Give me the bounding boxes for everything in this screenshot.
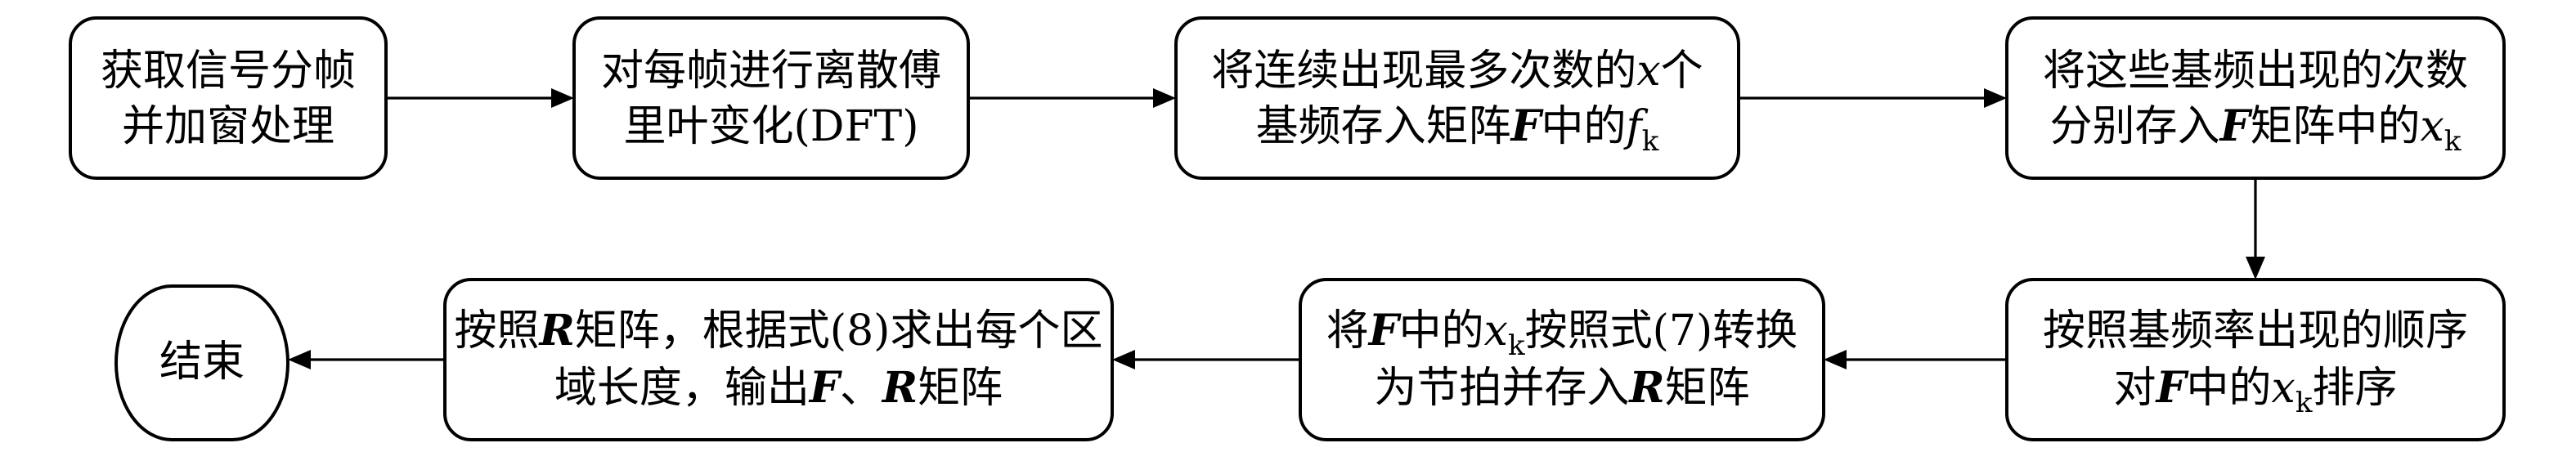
node-sort-xk-box [2005,278,2506,441]
node-store-xk-line1: 将这些基频出现的次数 [2043,47,2468,96]
node-get-frames-box [69,16,388,180]
node-convert-beat-line1: 将F中的xk按照式(7)转换 [1326,306,1798,362]
node-store-xk-line2: 分别存入F矩阵中的xk [2050,101,2462,158]
node-end-box [114,284,289,441]
arrow-4-to-5-head [2246,257,2265,280]
arrow-5-to-6-head [1824,350,1847,369]
node-dft-line2: 里叶变化(DFT) [623,102,918,151]
node-sort-xk-line2: 对F中的xk排序 [2114,363,2398,419]
node-region-length-line2: 域长度，输出F、R矩阵 [554,363,1003,413]
node-convert-beat-box [1299,278,1825,441]
node-get-frames-line1: 获取信号分帧 [101,47,356,96]
node-store-fk-line2: 基频存入矩阵F中的fk [1256,101,1659,158]
arrow-7-to-end-head [288,350,311,369]
node-store-xk-box [2005,16,2506,180]
arrow-3-to-4-head [1984,88,2007,108]
node-sort-xk-line1: 按照基频率出现的顺序 [2043,307,2468,356]
node-convert-beat-line2: 为节拍并存入R矩阵 [1374,363,1749,413]
node-get-frames-line2: 并加窗处理 [122,102,334,151]
node-dft-line1: 对每帧进行离散傅 [601,47,941,96]
arrow-2-to-3-head [1153,88,1176,108]
node-store-fk-line1: 将连续出现最多次数的x个 [1211,47,1703,96]
node-region-length-box [443,278,1114,441]
arrow-6-to-7-head [1112,350,1135,369]
node-dft-box [572,16,970,180]
arrow-1-to-2-head [551,88,574,108]
node-region-length-line1: 按照R矩阵，根据式(8)求出每个区 [455,306,1103,356]
node-end-label: 结束 [159,338,245,387]
